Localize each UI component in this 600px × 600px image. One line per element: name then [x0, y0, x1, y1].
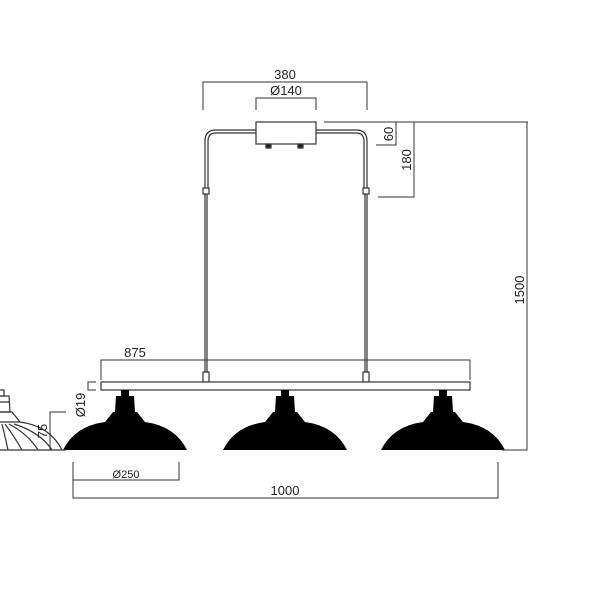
left-wire-clip: [202, 371, 210, 383]
dim-total-width: [72, 462, 499, 499]
pendant-shade: [0, 389, 63, 451]
label-socket-diameter: Ø19: [73, 393, 88, 418]
right-arm-inner: [316, 132, 365, 188]
left-arm-inner: [207, 132, 256, 188]
dim-socket-diameter: [87, 381, 96, 391]
dim-canopy-diameter: [255, 97, 317, 110]
dim-total-height: [502, 122, 528, 451]
label-canopy-diameter: Ø140: [270, 83, 302, 98]
light-bar: [100, 381, 471, 391]
label-shade-height: 75: [35, 424, 50, 438]
canopy-box: [255, 121, 317, 145]
label-shade-diameter: Ø250: [113, 469, 140, 481]
left-arm-clip: [202, 187, 210, 195]
dim-canopy-height: [376, 122, 397, 146]
dim-arm-drop: [378, 122, 415, 198]
canopy-screw: [265, 143, 272, 149]
canopy-screw: [297, 143, 304, 149]
label-total-width: 1000: [271, 483, 300, 498]
label-canopy-height: 60: [381, 127, 396, 141]
right-arm-clip: [362, 187, 370, 195]
dim-canopy-width: [202, 81, 368, 110]
label-canopy-width: 380: [274, 67, 296, 82]
dim-shade-diameter: [72, 462, 180, 481]
dim-bar-length: [100, 359, 471, 380]
dim-shade-height: [49, 411, 66, 451]
right-wire-clip: [362, 371, 370, 383]
right-arm: [316, 129, 368, 188]
label-total-height: 1500: [512, 276, 527, 305]
label-bar-length: 875: [124, 345, 146, 360]
left-arm: [204, 129, 256, 188]
label-arm-drop: 180: [399, 149, 414, 171]
